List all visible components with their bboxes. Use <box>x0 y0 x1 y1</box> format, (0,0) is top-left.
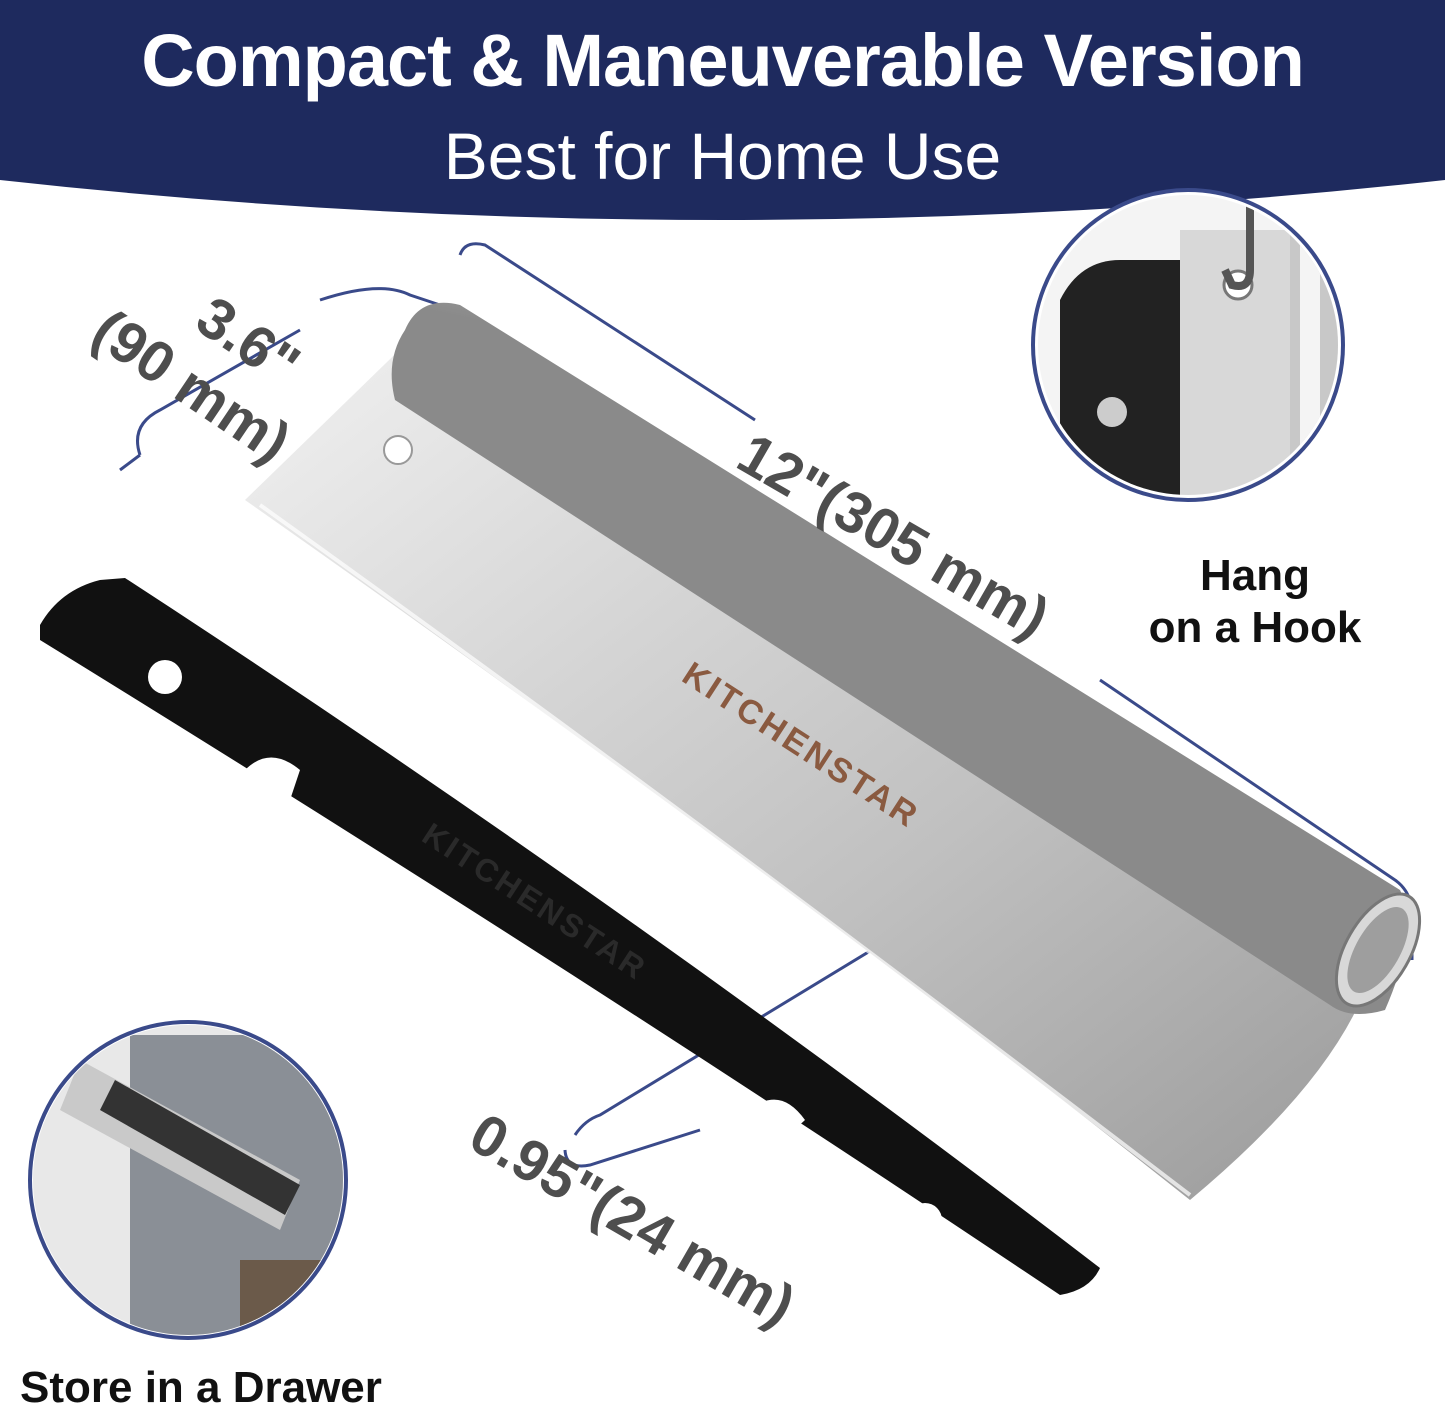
header-banner <box>0 0 1445 220</box>
hook-caption-line1: Hang <box>1200 551 1310 600</box>
hook-inset <box>1031 188 1345 502</box>
subheadline: Best for Home Use <box>443 119 1002 193</box>
drawer-caption: Store in a Drawer <box>20 1363 382 1412</box>
headline: Compact & Maneuverable Version <box>141 19 1305 102</box>
drawer-inset <box>28 1020 348 1340</box>
cover-logo: KITCHENSTAR <box>416 816 654 988</box>
blade-cover <box>40 578 1100 1295</box>
hook-caption-line2: on a Hook <box>1148 603 1362 652</box>
blade-hang-hole <box>383 435 413 465</box>
cover-cutouts <box>148 660 942 1237</box>
blade <box>245 330 1380 1200</box>
rolling-handle <box>391 302 1408 1014</box>
hook-caption: Hang on a Hook <box>1110 550 1400 654</box>
